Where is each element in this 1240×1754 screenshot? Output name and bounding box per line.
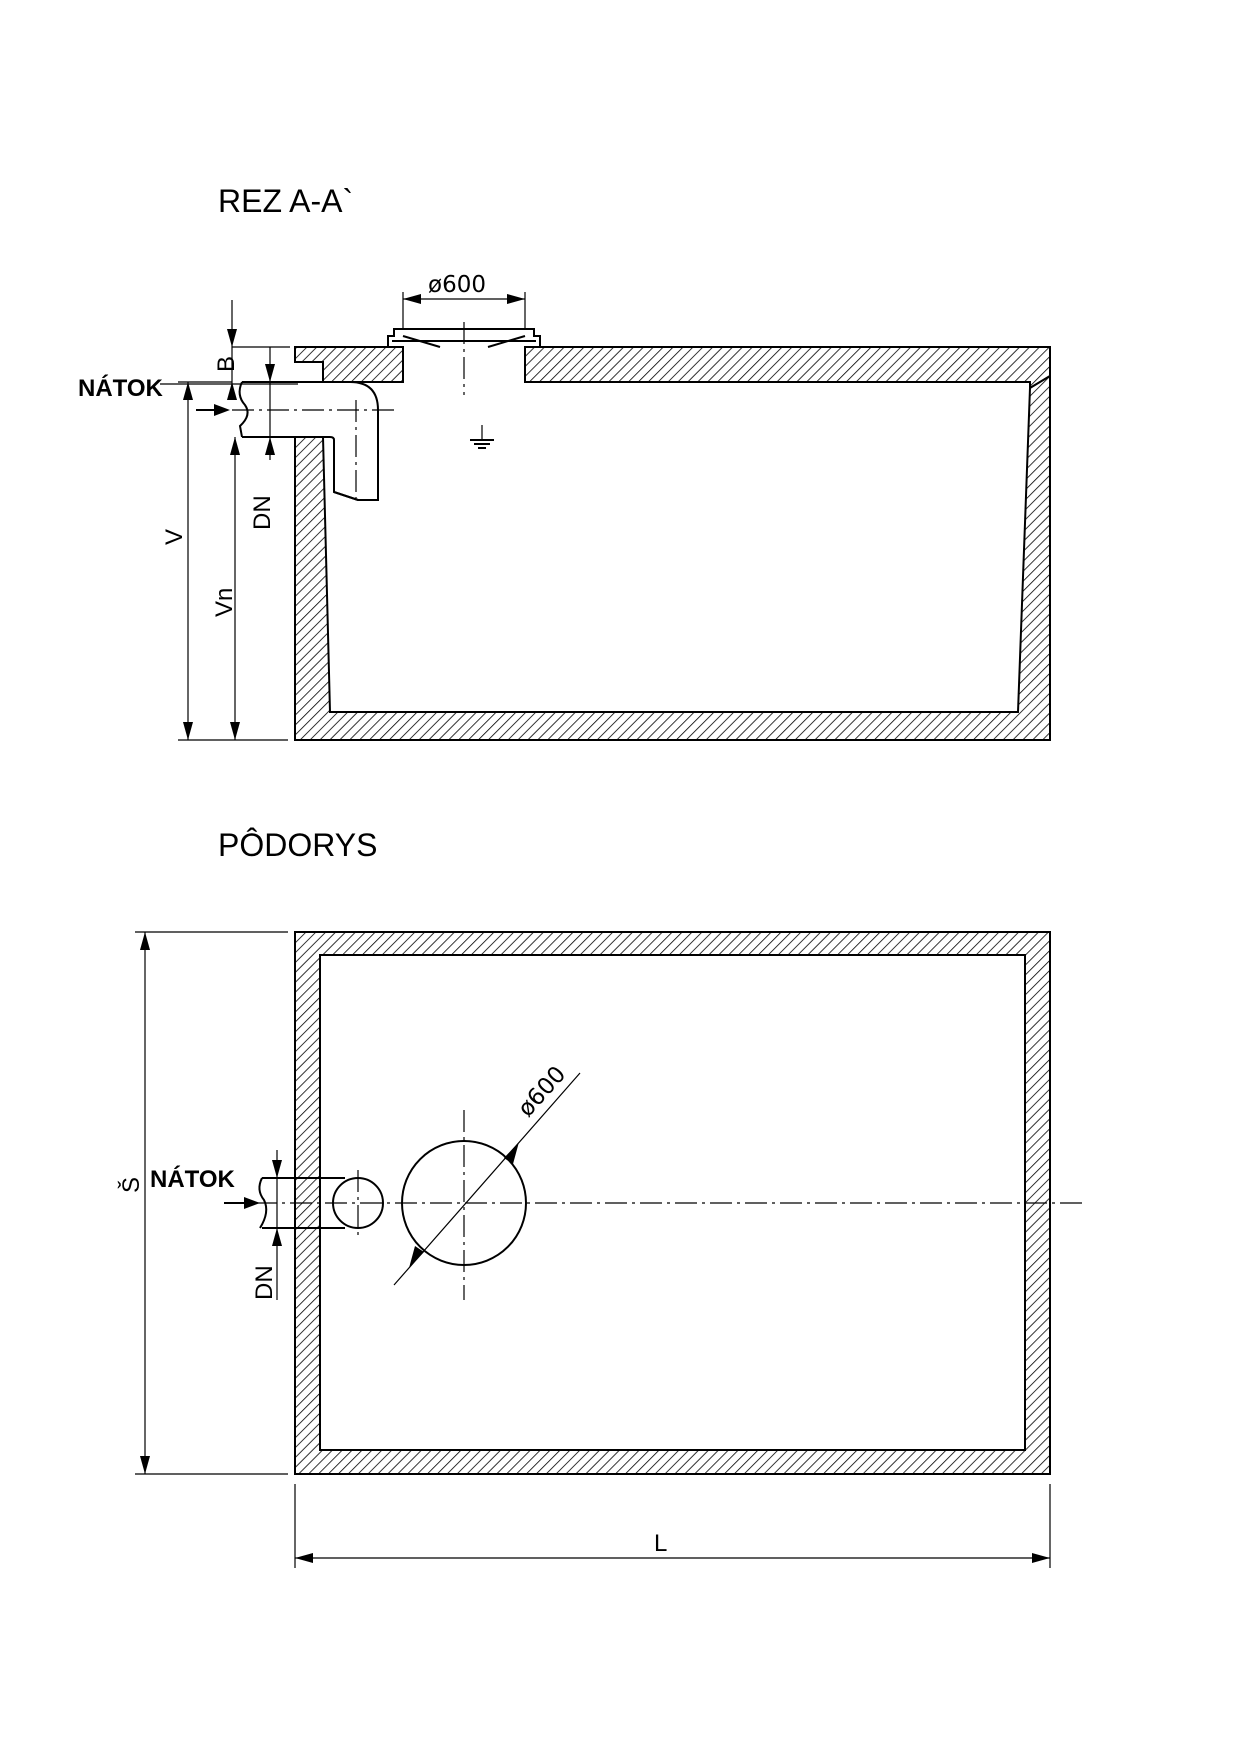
dim-V-label: V — [161, 529, 188, 545]
dim-DN-section — [265, 347, 275, 460]
manhole-shaft — [387, 322, 541, 395]
dim-B — [227, 300, 290, 400]
dim-DN-plan — [272, 1150, 282, 1300]
dim-S — [135, 931, 288, 1475]
section-walls-bottom — [294, 374, 1051, 741]
plan-view: PÔDORYS ø600 NÁTOK — [117, 827, 1085, 1568]
plan-inlet-flow-arrow — [224, 1197, 260, 1209]
section-top-slab-right — [524, 346, 1051, 390]
section-title: REZ A-A` — [218, 183, 353, 219]
dim-L — [294, 1484, 1051, 1568]
water-level-symbol — [470, 425, 494, 449]
plan-walls — [294, 931, 1051, 1475]
dim-DN-section-label: DN — [249, 495, 276, 530]
plan-inlet-label: NÁTOK — [150, 1165, 236, 1193]
section-inlet-label: NÁTOK — [78, 374, 164, 402]
dim-Vn-label: Vn — [211, 588, 238, 617]
plan-inlet-pipe — [258, 1170, 384, 1236]
section-view: REZ A-A` — [78, 183, 1051, 741]
dim-B-label: B — [213, 356, 240, 372]
plan-manhole — [393, 1072, 581, 1300]
section-manhole-dimension — [402, 292, 526, 330]
section-top-slab-left — [294, 346, 404, 383]
section-manhole-dim-label: ø600 — [428, 272, 486, 298]
dim-Vn — [230, 437, 240, 740]
dim-V — [178, 381, 288, 741]
dim-S-label: Š — [117, 1177, 145, 1193]
plan-manhole-dim-label: ø600 — [513, 1062, 571, 1122]
dim-DN-plan-label: DN — [251, 1265, 278, 1300]
plan-title: PÔDORYS — [218, 827, 377, 863]
dim-L-label: L — [654, 1530, 667, 1557]
inlet-pipe — [232, 381, 398, 501]
inlet-flow-arrow — [196, 404, 230, 416]
